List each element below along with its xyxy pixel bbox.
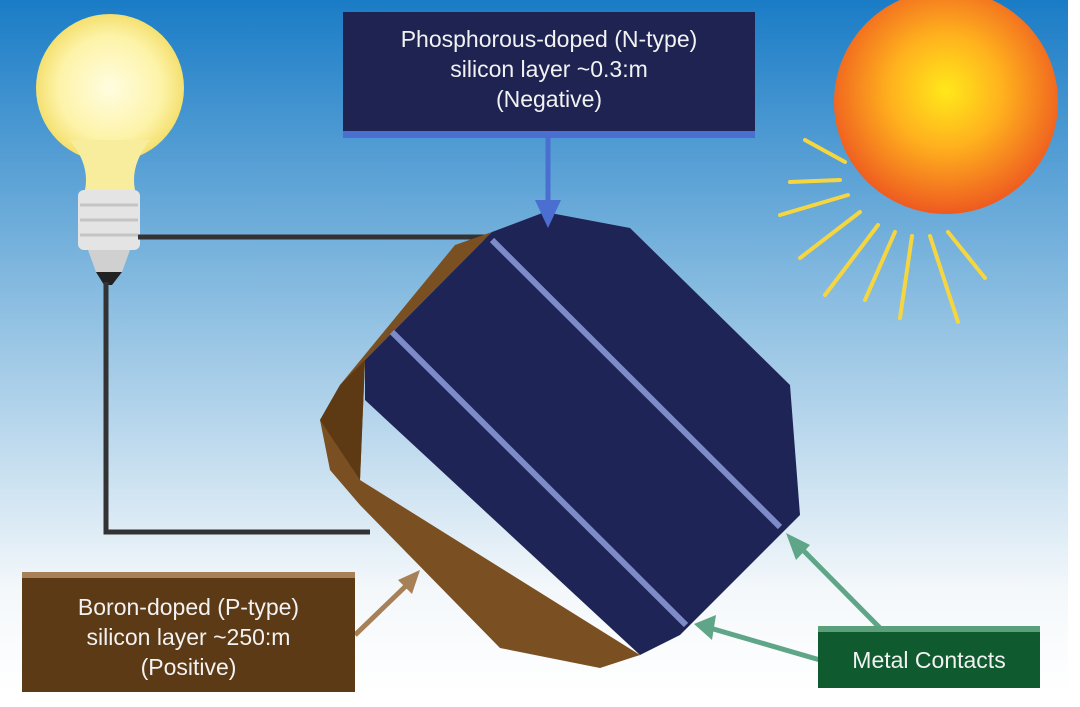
metal-contact-line xyxy=(489,237,783,530)
metal-contacts-arrows xyxy=(694,533,882,663)
n-type-label-box xyxy=(343,12,755,132)
n-type-label-edge xyxy=(343,131,755,138)
p-type-label-box xyxy=(22,578,355,692)
sun-icon xyxy=(778,0,1058,324)
n-type-label-line: Phosphorous-doped (N-type) xyxy=(400,26,698,52)
p-type-layer xyxy=(320,232,640,668)
solar-cell xyxy=(320,212,800,668)
n-type-layer xyxy=(365,212,800,655)
n-type-label-line: silicon layer ~0.3:m xyxy=(450,56,648,82)
metal-contacts-label: Metal Contacts xyxy=(818,645,1040,675)
light-bulb-icon xyxy=(36,14,184,285)
p-type-label: Boron-doped (P-type) silicon layer ~250:… xyxy=(22,592,355,682)
n-type-label: Phosphorous-doped (N-type) silicon layer… xyxy=(343,24,755,114)
p-type-label-edge xyxy=(22,572,355,579)
metal-contacts-label-box xyxy=(818,632,1040,688)
p-type-arrow xyxy=(353,570,420,637)
metal-label-edge xyxy=(818,626,1040,633)
wires xyxy=(103,234,498,535)
n-type-label-line: (Negative) xyxy=(495,86,603,112)
metal-contact-line xyxy=(389,329,689,628)
metal-contacts-text: Metal Contacts xyxy=(852,647,1006,673)
p-type-label-line: silicon layer ~250:m xyxy=(86,624,291,650)
p-type-label-line: (Positive) xyxy=(140,654,237,680)
p-type-label-line: Boron-doped (P-type) xyxy=(77,594,300,620)
n-type-arrow xyxy=(535,138,561,228)
